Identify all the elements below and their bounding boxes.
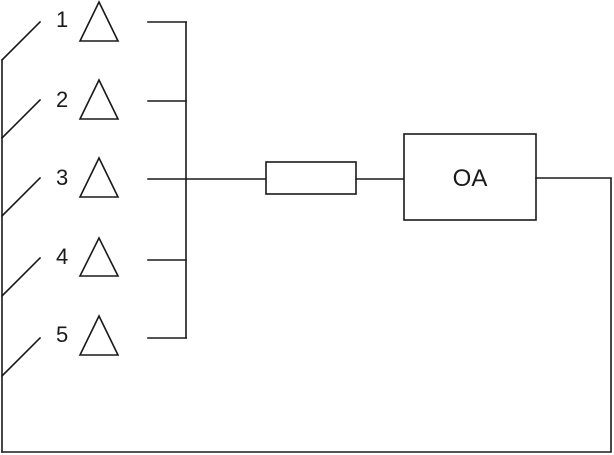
input-label-3: 3	[56, 165, 68, 190]
output-feedback-wire	[1, 177, 612, 453]
triangle-icon-2	[78, 78, 120, 120]
amplifier-label: OA	[453, 165, 488, 192]
input-labels: 1 2 3 4 5	[56, 7, 68, 347]
triangle-symbols	[78, 0, 120, 356]
amplifier-box	[403, 133, 537, 221]
triangle-icon-5	[78, 314, 120, 356]
switch-contact-5	[0, 336, 42, 378]
input-label-1: 1	[56, 7, 68, 32]
triangle-icon-1	[78, 0, 120, 42]
switch-contact-2	[0, 98, 42, 140]
triangle-icon-3	[78, 156, 120, 198]
switch-contacts	[0, 20, 42, 378]
input-label-2: 2	[56, 87, 68, 112]
switch-contact-4	[0, 256, 42, 298]
switch-contact-3	[0, 176, 42, 218]
triangle-icon-4	[78, 236, 120, 277]
switch-contact-1	[0, 20, 42, 62]
resistor	[265, 161, 357, 195]
input-label-4: 4	[56, 244, 68, 269]
input-wires	[147, 21, 187, 339]
input-label-5: 5	[56, 322, 68, 347]
